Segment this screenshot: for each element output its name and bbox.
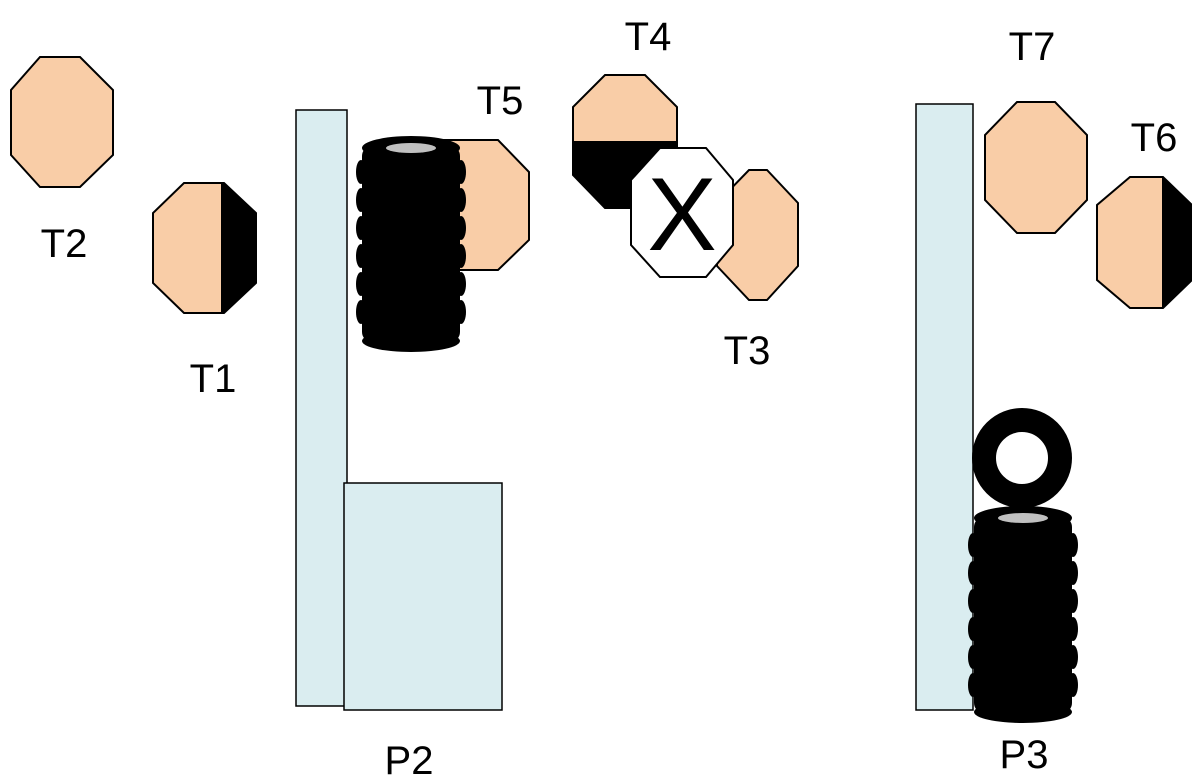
wall-p3-upright (915, 103, 974, 711)
label-t7: T7 (1009, 25, 1056, 69)
label-t3: T3 (724, 329, 771, 373)
wall-p2-block (343, 482, 503, 711)
no-shoot-x-mark: X (647, 157, 716, 273)
label-t6: T6 (1131, 116, 1178, 160)
wall-p2-upright (295, 109, 348, 707)
label-p2: P2 (385, 739, 434, 780)
no-shoot-target: X (630, 147, 734, 278)
label-t2: T2 (41, 222, 88, 266)
target-t7 (984, 101, 1088, 234)
label-t1: T1 (190, 357, 237, 401)
tire-ring-p3 (972, 408, 1072, 508)
target-t6 (1096, 176, 1192, 309)
target-t2 (10, 56, 114, 188)
target-t1 (152, 182, 257, 314)
label-t5: T5 (477, 79, 524, 123)
label-p3: P3 (1000, 733, 1049, 777)
tire-stack-p2 (356, 136, 466, 352)
label-t4: T4 (625, 15, 672, 59)
tire-stack-p3 (968, 506, 1078, 723)
